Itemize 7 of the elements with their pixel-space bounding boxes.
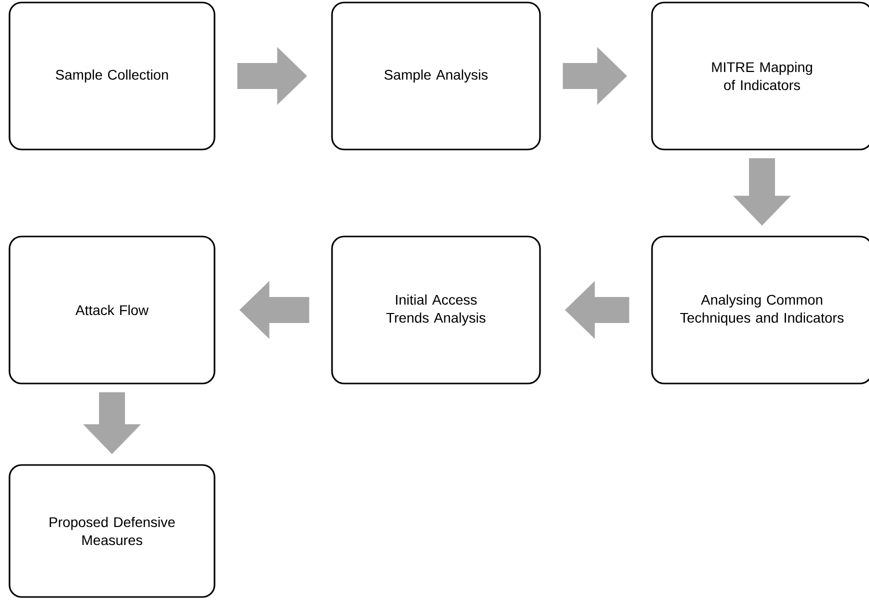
process-box: Initial Access Trends Analysis — [331, 236, 541, 384]
process-box: Sample Analysis — [331, 2, 541, 150]
process-box: MITRE Mapping of Indicators — [651, 2, 869, 150]
process-box: Analysing Common Techniques and Indicators — [651, 236, 869, 384]
process-box: Sample Collection — [8, 2, 216, 150]
process-box: Attack Flow — [8, 236, 216, 384]
process-box: Proposed Defensive Measures — [8, 464, 216, 598]
